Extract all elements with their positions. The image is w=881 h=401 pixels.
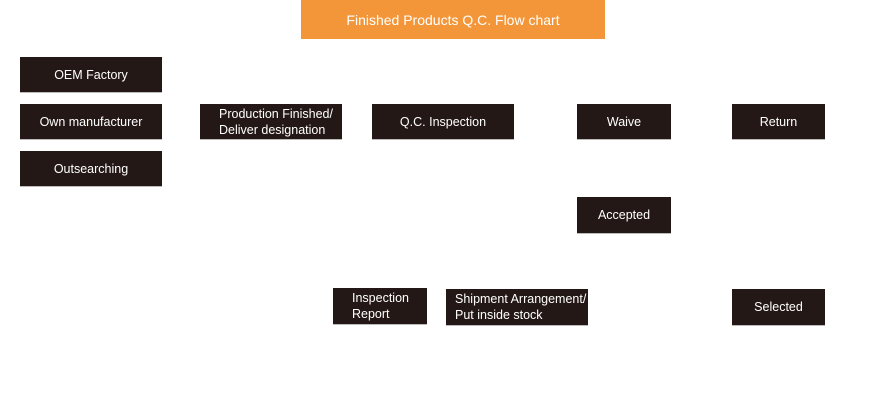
node-oem-factory: OEM Factory xyxy=(20,57,162,93)
node-label: Inspection Report xyxy=(352,291,409,321)
flowchart-title: Finished Products Q.C. Flow chart xyxy=(301,0,605,39)
node-shipment-arrangement: Shipment Arrangement/ Put inside stock xyxy=(446,289,588,326)
node-label: Q.C. Inspection xyxy=(399,114,487,129)
node-label: Accepted xyxy=(597,208,651,222)
node-label: Outsearching xyxy=(53,161,129,176)
node-qc-inspection: Q.C. Inspection xyxy=(372,104,514,140)
node-label: OEM Factory xyxy=(54,67,128,82)
node-production-finished: Production Finished/ Deliver designation xyxy=(200,104,342,140)
node-inspection-report: Inspection Report xyxy=(333,288,427,325)
node-waive: Waive xyxy=(577,104,671,140)
title-text: Finished Products Q.C. Flow chart xyxy=(346,11,560,28)
node-label: Own manufacturer xyxy=(39,114,143,129)
node-return: Return xyxy=(732,104,825,140)
node-label: Production Finished/ Deliver designation xyxy=(219,106,333,137)
node-outsearching: Outsearching xyxy=(20,151,162,187)
node-label: Selected xyxy=(754,300,803,314)
node-label: Return xyxy=(759,114,798,129)
node-accepted: Accepted xyxy=(577,197,671,234)
node-selected: Selected xyxy=(732,289,825,326)
node-own-manufacturer: Own manufacturer xyxy=(20,104,162,140)
node-label: Shipment Arrangement/ Put inside stock xyxy=(455,292,587,322)
node-label: Waive xyxy=(606,114,642,129)
